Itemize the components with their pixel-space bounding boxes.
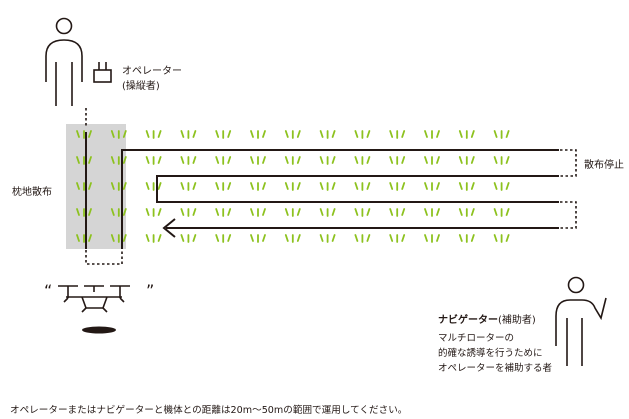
crop-tuft [493, 156, 510, 165]
crop-tuft [110, 208, 127, 217]
crop-tuft [354, 156, 371, 165]
crop-tuft [389, 182, 406, 191]
crop-tuft [493, 234, 510, 243]
navigator-description-line: マルチローターの [438, 333, 515, 344]
crop-tuft [215, 130, 232, 139]
turnarounds [85, 108, 577, 265]
crop-tuft [354, 130, 371, 139]
operator-person-icon [45, 17, 83, 106]
crop-tuft [250, 130, 266, 139]
drone-motion-mark-left: “ [44, 281, 52, 300]
flight-path [85, 132, 559, 249]
crop-tuft [493, 208, 510, 217]
flight-path-line [156, 175, 559, 203]
crop-tuft [458, 130, 475, 139]
crop-tuft [389, 234, 406, 243]
crop-tuft [76, 156, 92, 165]
crop-tuft [319, 208, 336, 217]
crop-tuft [110, 234, 127, 243]
controller-icon [93, 62, 112, 83]
drone-shadow [82, 326, 116, 334]
crop-tuft [76, 130, 92, 139]
crop-tuft [145, 156, 162, 165]
crop-tuft [145, 130, 162, 139]
crop-tuft [424, 182, 440, 191]
navigator-description-line: 的確な誘導を行うために [438, 348, 543, 359]
drone-motion-mark-right: ” [146, 281, 154, 300]
flight-path-line [121, 149, 559, 249]
crop-tuft [250, 182, 266, 191]
crop-tuft [424, 156, 440, 165]
crop-tuft [458, 182, 475, 191]
crop-tuft [250, 234, 266, 243]
crop-tuft [424, 208, 440, 217]
crop-tuft [319, 182, 336, 191]
crop-tuft [250, 156, 266, 165]
crop-tuft [180, 156, 197, 165]
crop-tuft [215, 234, 232, 243]
crop-tuft [215, 208, 232, 217]
navigator-title-suffix: (補助者) [498, 315, 536, 326]
crop-tuft [493, 182, 510, 191]
navigator-title: ナビゲーター [438, 315, 498, 326]
crop-rows [76, 130, 510, 243]
navigator-label: ナビゲーター(補助者) マルチローターの 的確な誘導を行うために オペレーターを… [438, 313, 552, 376]
crop-tuft [424, 234, 440, 243]
crop-tuft [319, 156, 336, 165]
headland-zone [66, 124, 126, 249]
drone-icon [58, 285, 130, 313]
crop-tuft [284, 234, 301, 243]
crop-tuft [389, 208, 406, 217]
crop-tuft [389, 156, 406, 165]
crop-tuft [215, 182, 232, 191]
crop-tuft [250, 208, 266, 217]
crop-tuft [458, 208, 475, 217]
crop-tuft [145, 182, 162, 191]
crop-tuft [354, 208, 371, 217]
crop-tuft [180, 182, 197, 191]
crop-tuft [76, 182, 92, 191]
operator-label: オペレーター (操縦者) [122, 64, 182, 94]
crop-tuft [180, 234, 197, 243]
operator-title: オペレーター [122, 66, 182, 77]
headland-spraying-label: 枕地散布 [12, 187, 52, 198]
crop-tuft [319, 130, 336, 139]
navigator-person-icon [555, 276, 607, 366]
turnaround-dotted [560, 149, 577, 177]
crop-tuft [284, 130, 301, 139]
crop-tuft [110, 156, 127, 165]
crop-tuft [110, 182, 127, 191]
navigator-description-line: オペレーターを補助する者 [438, 363, 553, 374]
crop-tuft [354, 182, 371, 191]
crop-tuft [458, 234, 475, 243]
crop-tuft [284, 182, 301, 191]
crop-tuft [389, 130, 406, 139]
operator-subtitle: (操縦者) [122, 81, 160, 92]
crop-tuft [76, 234, 92, 243]
spray-stop-label: 散布停止 [584, 160, 624, 171]
crop-tuft [458, 156, 475, 165]
turnaround-dotted [560, 201, 577, 229]
footer-note: オペレーターまたはナビゲーターと機体との距離は20m〜50mの範囲で運用してくだ… [10, 405, 408, 416]
crop-tuft [110, 130, 127, 139]
crop-tuft [180, 130, 197, 139]
crop-tuft [145, 208, 162, 217]
crop-tuft [76, 208, 92, 217]
crop-tuft [424, 130, 440, 139]
crop-tuft [493, 130, 510, 139]
crop-tuft [215, 156, 232, 165]
crop-tuft [284, 208, 301, 217]
crop-tuft [180, 208, 197, 217]
crop-tuft [354, 234, 371, 243]
turnaround-dotted [85, 250, 123, 265]
crop-tuft [284, 156, 301, 165]
crop-tuft [319, 234, 336, 243]
crop-tuft [145, 234, 162, 243]
flight-path-arrow-icon [162, 218, 176, 238]
